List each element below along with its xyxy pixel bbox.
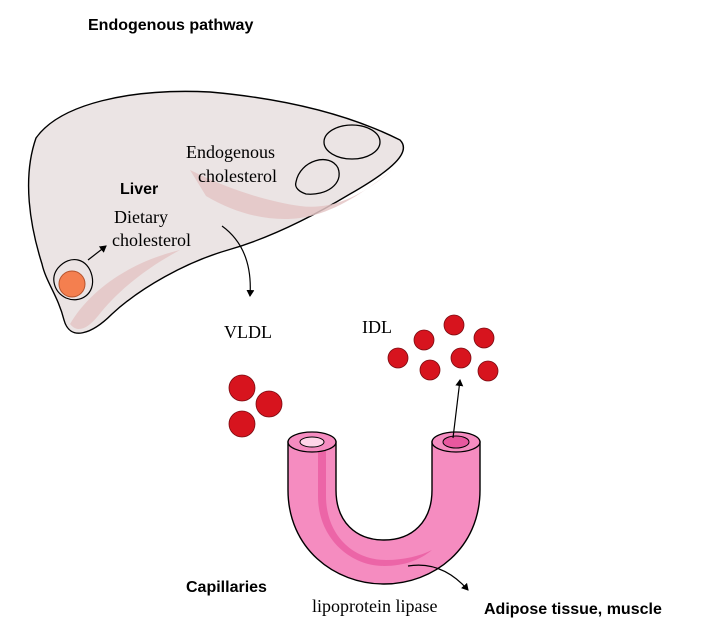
vldl-particle <box>228 410 256 438</box>
capillary-lumen-left <box>299 436 325 448</box>
liver-shading-lower <box>70 250 180 330</box>
idl-particles <box>387 314 499 382</box>
endogenous-label-line2: cholesterol <box>198 166 277 186</box>
dietary-label-line1: Dietary <box>114 207 168 227</box>
capillary-body <box>287 441 481 585</box>
idl-particle <box>387 347 409 369</box>
idl-particle <box>450 347 472 369</box>
dietary-cholesterol-dot <box>58 270 86 298</box>
dietary-label-line2: cholesterol <box>112 230 191 250</box>
liver-to-vldl-arrow <box>221 225 255 297</box>
vldl-label: VLDL <box>224 322 272 342</box>
liver-outline <box>27 90 405 334</box>
liver-shading-upper <box>190 170 392 220</box>
liver-label: Liver <box>120 181 158 198</box>
idl-particle <box>473 327 495 349</box>
capillary-to-adipose-arrow <box>407 564 469 591</box>
vldl-particles <box>228 374 283 438</box>
idl-particle <box>419 359 441 381</box>
capillaries-label: Capillaries <box>186 579 267 596</box>
endogenous-label-line1: Endogenous <box>186 142 275 162</box>
diagram-title: Endogenous pathway <box>88 17 253 34</box>
idl-particle <box>443 314 465 336</box>
lipase-label: lipoprotein lipase <box>312 596 437 616</box>
capillary-lumen-right <box>442 435 470 449</box>
gallbladder-lobe-lower <box>294 158 340 195</box>
liver-organ <box>27 90 405 334</box>
capillary-tube <box>287 431 481 585</box>
gallbladder-lobe-upper <box>323 124 381 160</box>
idl-label: IDL <box>362 317 392 337</box>
capillary-to-idl-arrow <box>452 379 464 439</box>
dietary-arrow <box>87 245 107 261</box>
idl-particle <box>477 360 499 382</box>
vldl-particle <box>255 390 283 418</box>
vldl-particle <box>228 374 256 402</box>
idl-particle <box>413 329 435 351</box>
adipose-label: Adipose tissue, muscle <box>484 601 662 618</box>
